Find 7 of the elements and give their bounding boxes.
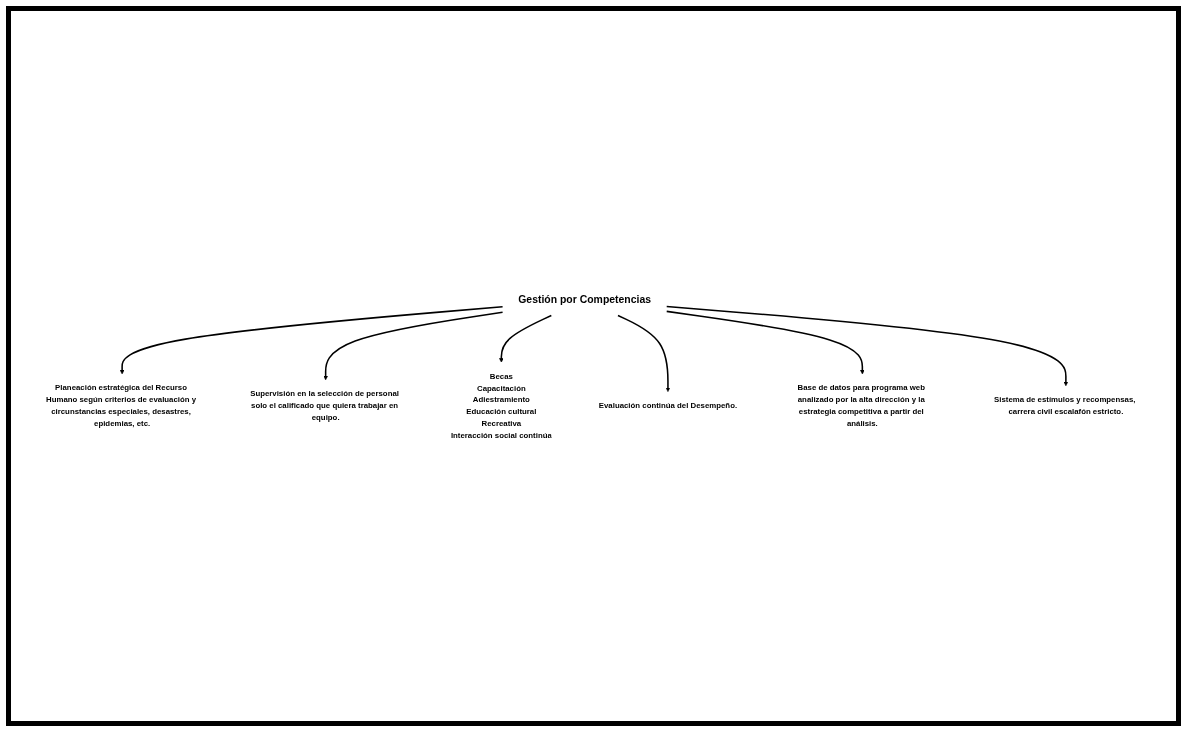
arrow — [322, 311, 503, 380]
arrow — [616, 314, 670, 392]
arrow — [665, 305, 1068, 386]
node-text: Gestión por Competencias — [517, 293, 651, 306]
arrow — [665, 310, 865, 375]
arrow — [498, 314, 552, 363]
arrow — [119, 305, 503, 375]
